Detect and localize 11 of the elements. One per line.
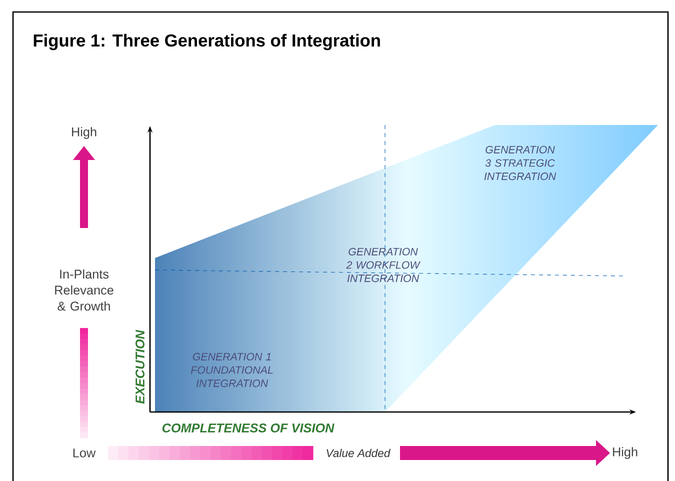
axis-label: High (613, 447, 638, 459)
region-label: GENERATION 1 FOUNDATIONAL INTEGRATION (190, 352, 273, 388)
axis-label: Value Added (324, 448, 392, 458)
axis-label: High (72, 127, 96, 139)
figure-title: Figure 1: Three Generations of Integration (34, 34, 380, 50)
axis-title: COMPLETENESS OF VISION (162, 424, 334, 432)
region-label: GENERATION 2 WORKFLOW INTEGRATION (346, 248, 421, 282)
axis-title: EXECUTION (136, 330, 144, 404)
region-label: GENERATION 3 STRATEGIC INTEGRATION (484, 146, 556, 180)
axis-title: In-Plants Relevance & Growth (55, 269, 114, 311)
axis-label: Low (73, 448, 96, 458)
